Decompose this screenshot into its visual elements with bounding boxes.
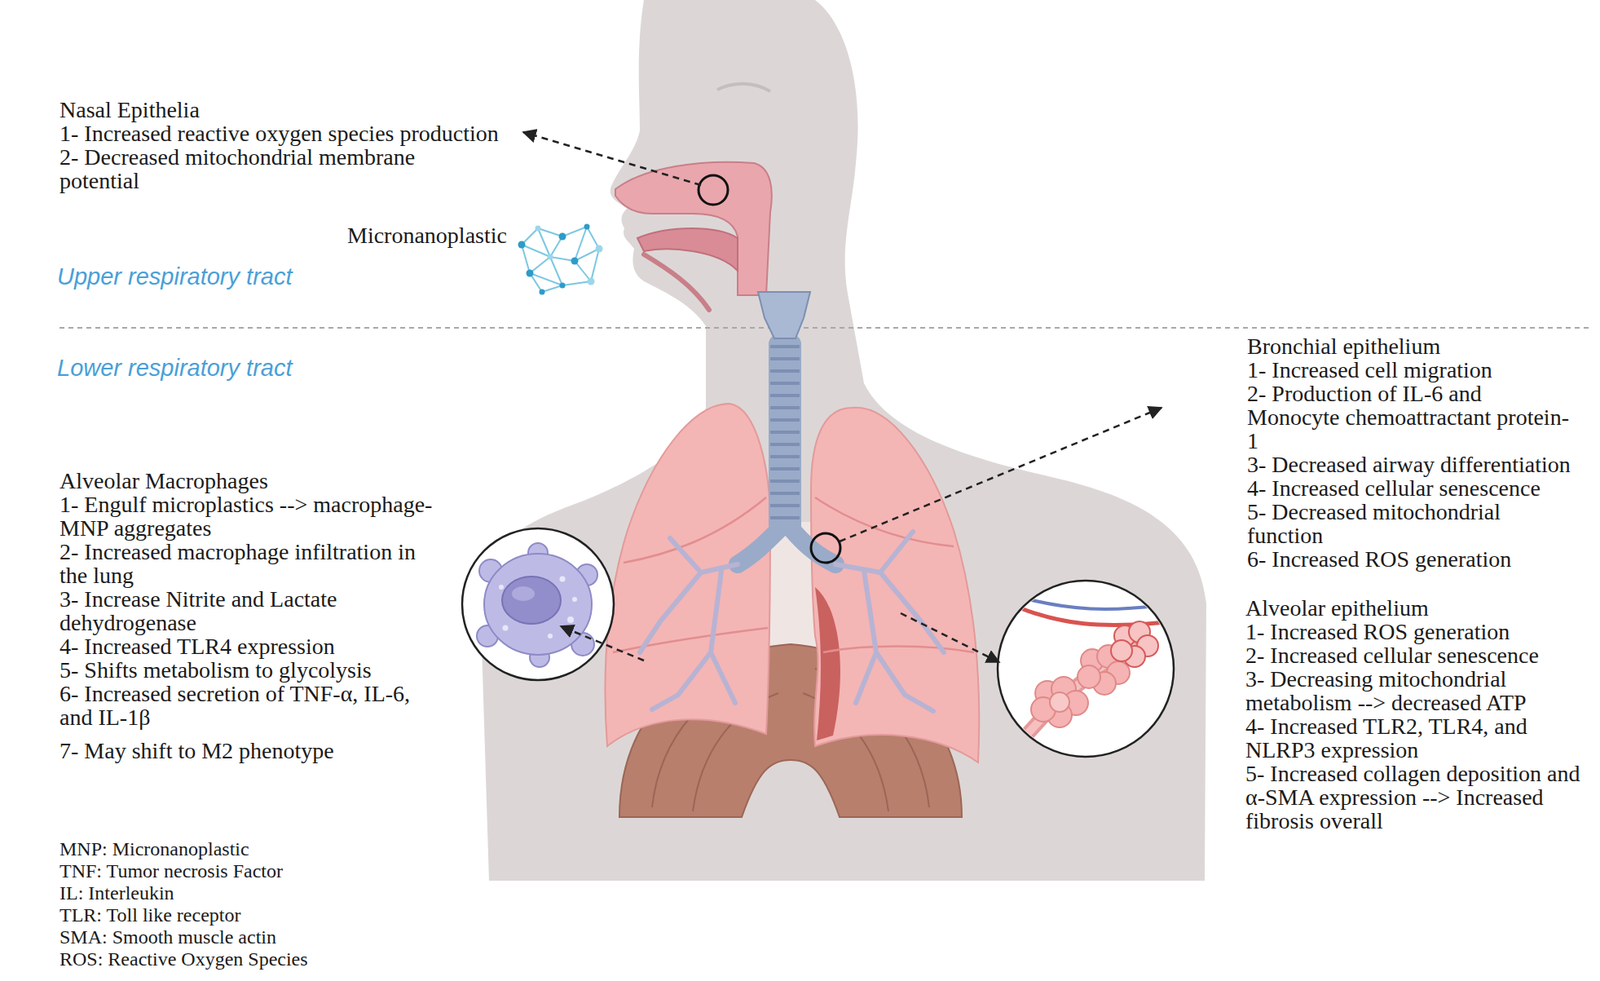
callout-text: 3- Decreasing mitochondrial metabolism -… [1245, 666, 1592, 715]
macrophage-magnifier-part-part [572, 596, 578, 602]
region-divider [59, 326, 1592, 329]
callout-text: Nasal Epithelia [59, 97, 516, 122]
bronchial-tree-part [639, 537, 738, 710]
micronanoplastic-particles-part [547, 254, 554, 261]
leader-arrows-part [560, 625, 644, 661]
callout-text: 4- Increased TLR4 expression [59, 634, 443, 658]
macrophage-magnifier-part-part [547, 633, 553, 639]
alveoli-magnifier-part-part [1009, 645, 1132, 754]
abbreviation-note: SMA: Smooth muscle actin [59, 925, 277, 948]
callout-text: 5- Decreased mitochondrial function [1247, 499, 1575, 547]
callout-text: 1- Increased ROS generation [1245, 619, 1592, 644]
abbreviation-note: IL: Interleukin [59, 881, 175, 904]
alveoli-magnifier-part-part [1018, 596, 1174, 609]
callout-text: Bronchial epithelium [1247, 334, 1575, 358]
trachea [737, 291, 836, 565]
body-silhouette-part [480, 0, 1207, 881]
lungs-part [604, 403, 771, 746]
macrophage-magnifier-part-part [484, 553, 592, 655]
micronanoplastic-particles-part [539, 289, 546, 296]
region-label: Upper respiratory tract [57, 262, 293, 291]
micronanoplastic-particles-part [587, 277, 596, 286]
nasal-cavity [615, 162, 772, 310]
particle-label: Micronanoplastic [347, 223, 507, 247]
bronchial-tree-part [835, 531, 944, 711]
callout-text: 6- Increased ROS generation [1247, 546, 1575, 571]
bronchial-tree [639, 531, 944, 711]
callout-text: 1- Increased cell migration [1247, 357, 1575, 382]
alveoli-magnifier-part [1009, 596, 1174, 754]
leader-arrows-part [523, 132, 701, 186]
leader-arrows [523, 132, 1162, 662]
macrophage-magnifier [462, 528, 614, 680]
nasal-cavity-part [643, 254, 710, 310]
body-silhouette [480, 0, 1207, 881]
micronanoplastic-particles-part [521, 226, 600, 292]
macrophage-magnifier-part-part [502, 576, 561, 624]
micronanoplastic-particles-part [571, 257, 579, 265]
abbreviation-note: TLR: Toll like receptor [59, 903, 241, 926]
abbreviation-note: MNP: Micronanoplastic [59, 837, 250, 860]
micronanoplastic-particles-part [526, 269, 534, 278]
callout-text: 6- Increased secretion of TNF-α, IL-6, a… [59, 681, 443, 729]
lungs-part [811, 407, 979, 763]
region-label: Lower respiratory tract [57, 353, 293, 382]
callout-text: 2- Increased macrophage infiltration in … [59, 539, 443, 587]
callout-text: 5- Shifts metabolism to glycolysis [59, 657, 443, 682]
alveoli-magnifier-part-part [1077, 665, 1101, 688]
micronanoplastic-particles-part [518, 241, 526, 249]
abbreviation-note: TNF: Tumor necrosis Factor [59, 859, 283, 882]
callout-text: 4- Increased TLR2, TLR4, and NLRP3 expre… [1245, 714, 1592, 762]
macrophage-magnifier-part-part [559, 576, 566, 582]
leader-arrows-part [900, 612, 1000, 662]
micronanoplastic-particles-part [595, 245, 604, 253]
alveoli-magnifier [997, 580, 1174, 757]
callout-text: 1- Engulf microplastics --> macrophage-M… [59, 492, 443, 540]
alveoli-magnifier-part [997, 580, 1174, 757]
alveoli-magnifier-part-part [1049, 692, 1070, 712]
nasal-cavity-part [615, 162, 772, 296]
callout-text: 2- Increased cellular senescence [1245, 643, 1592, 667]
callout-text: 3- Decreased airway differentiation [1247, 452, 1575, 477]
abbreviation-note: ROS: Reactive Oxygen Species [59, 947, 309, 970]
nasal-focus-circle [698, 175, 728, 205]
macrophage-magnifier-part-part [498, 584, 504, 590]
callout-text: 4- Increased cellular senescence [1247, 476, 1575, 500]
body-silhouette-part [717, 83, 771, 92]
nasal-cavity-part [637, 228, 738, 271]
callout-text: 2- Production of IL-6 and Monocyte chemo… [1247, 381, 1575, 453]
callout-text: 1- Increased reactive oxygen species pro… [59, 121, 516, 146]
micronanoplastic-particles-part [559, 282, 566, 289]
lungs-part [815, 497, 975, 653]
lungs-part [815, 586, 841, 741]
macrophage-magnifier-part-part [502, 625, 509, 631]
lungs-part [612, 497, 768, 653]
micronanoplastic-particles [518, 224, 604, 296]
macrophage-magnifier-part-part [511, 586, 535, 601]
macrophage-magnifier-part-part [567, 616, 574, 623]
callout-text: 5- Increased collagen deposition and α-S… [1245, 761, 1592, 833]
callout-text: 3- Increase Nitrite and Lactate dehydrog… [59, 586, 443, 635]
callout-text: 7- May shift to M2 phenotype [59, 738, 443, 763]
bronchus-focus-circle [811, 533, 841, 563]
trachea-part [770, 346, 800, 518]
callout-text: 2- Decreased mitochondrial membrane pote… [59, 145, 468, 193]
callout-text: Alveolar epithelium [1245, 595, 1592, 620]
micronanoplastic-particles-part [535, 225, 542, 232]
micronanoplastic-particles-part [559, 233, 567, 241]
macrophage-magnifier-part [462, 528, 614, 680]
alveoli-magnifier-part-part [1009, 645, 1132, 754]
trachea-part [768, 334, 802, 534]
macrophage-magnifier-part [476, 542, 598, 667]
alveoli-magnifier-part-part [1110, 639, 1133, 662]
leader-arrows-part [839, 407, 1162, 542]
micronanoplastic-particles-part [584, 224, 591, 230]
trachea-part [758, 291, 811, 339]
callout-text: Alveolar Macrophages [59, 468, 443, 493]
